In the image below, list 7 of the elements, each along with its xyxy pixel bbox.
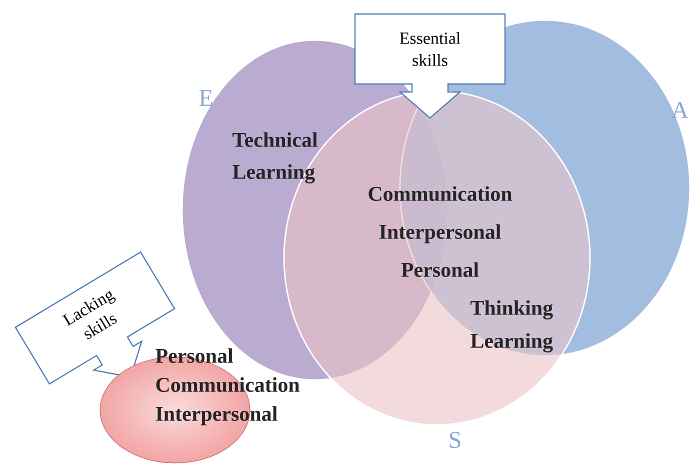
- set-letter: S: [450, 432, 460, 448]
- region-label: Thinking Learning: [470, 300, 553, 352]
- set-letter: E: [199, 90, 212, 106]
- set-letter: A: [672, 102, 688, 118]
- callout-tooltip: Essential skills: [354, 13, 506, 119]
- region-label: Communication Interpersonal Personal: [368, 186, 512, 277]
- region-label: Technical Learning: [232, 132, 318, 184]
